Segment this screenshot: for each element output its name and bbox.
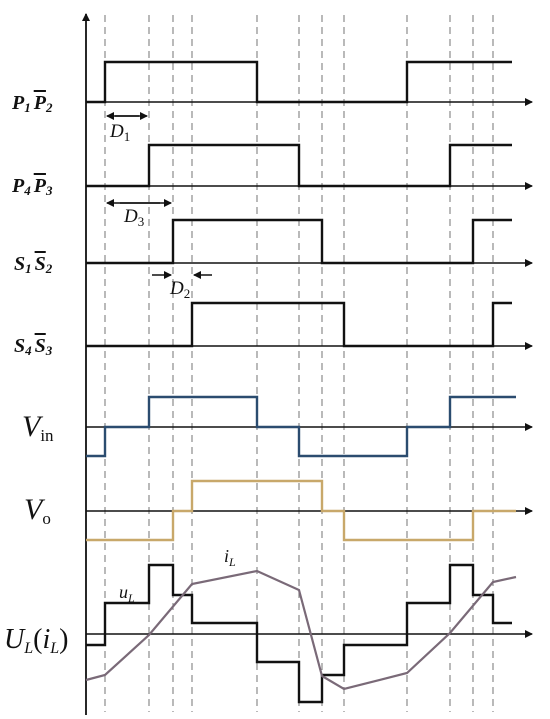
label-il-curve: iL (224, 546, 236, 569)
vin-waveform (86, 395, 516, 458)
p4p3-waveform (86, 143, 512, 188)
vo-waveform (86, 479, 516, 542)
s1s2-waveform (86, 218, 512, 265)
label-vo: Vo (24, 493, 51, 528)
horizontal-axes (86, 98, 533, 638)
label-ul-curve: uL (119, 582, 135, 605)
ul-waveform (86, 563, 512, 704)
label-vin: Vin (22, 410, 54, 445)
s4s3-waveform (86, 301, 512, 348)
label-d1: D1 (109, 121, 130, 144)
label-ul-il: UL(iL) (4, 624, 68, 657)
label-d2: D2 (169, 278, 190, 301)
p1p2-waveform (86, 60, 512, 104)
il-waveform (85, 569, 517, 691)
label-d3: D3 (123, 206, 144, 229)
time-guides (104, 15, 494, 712)
